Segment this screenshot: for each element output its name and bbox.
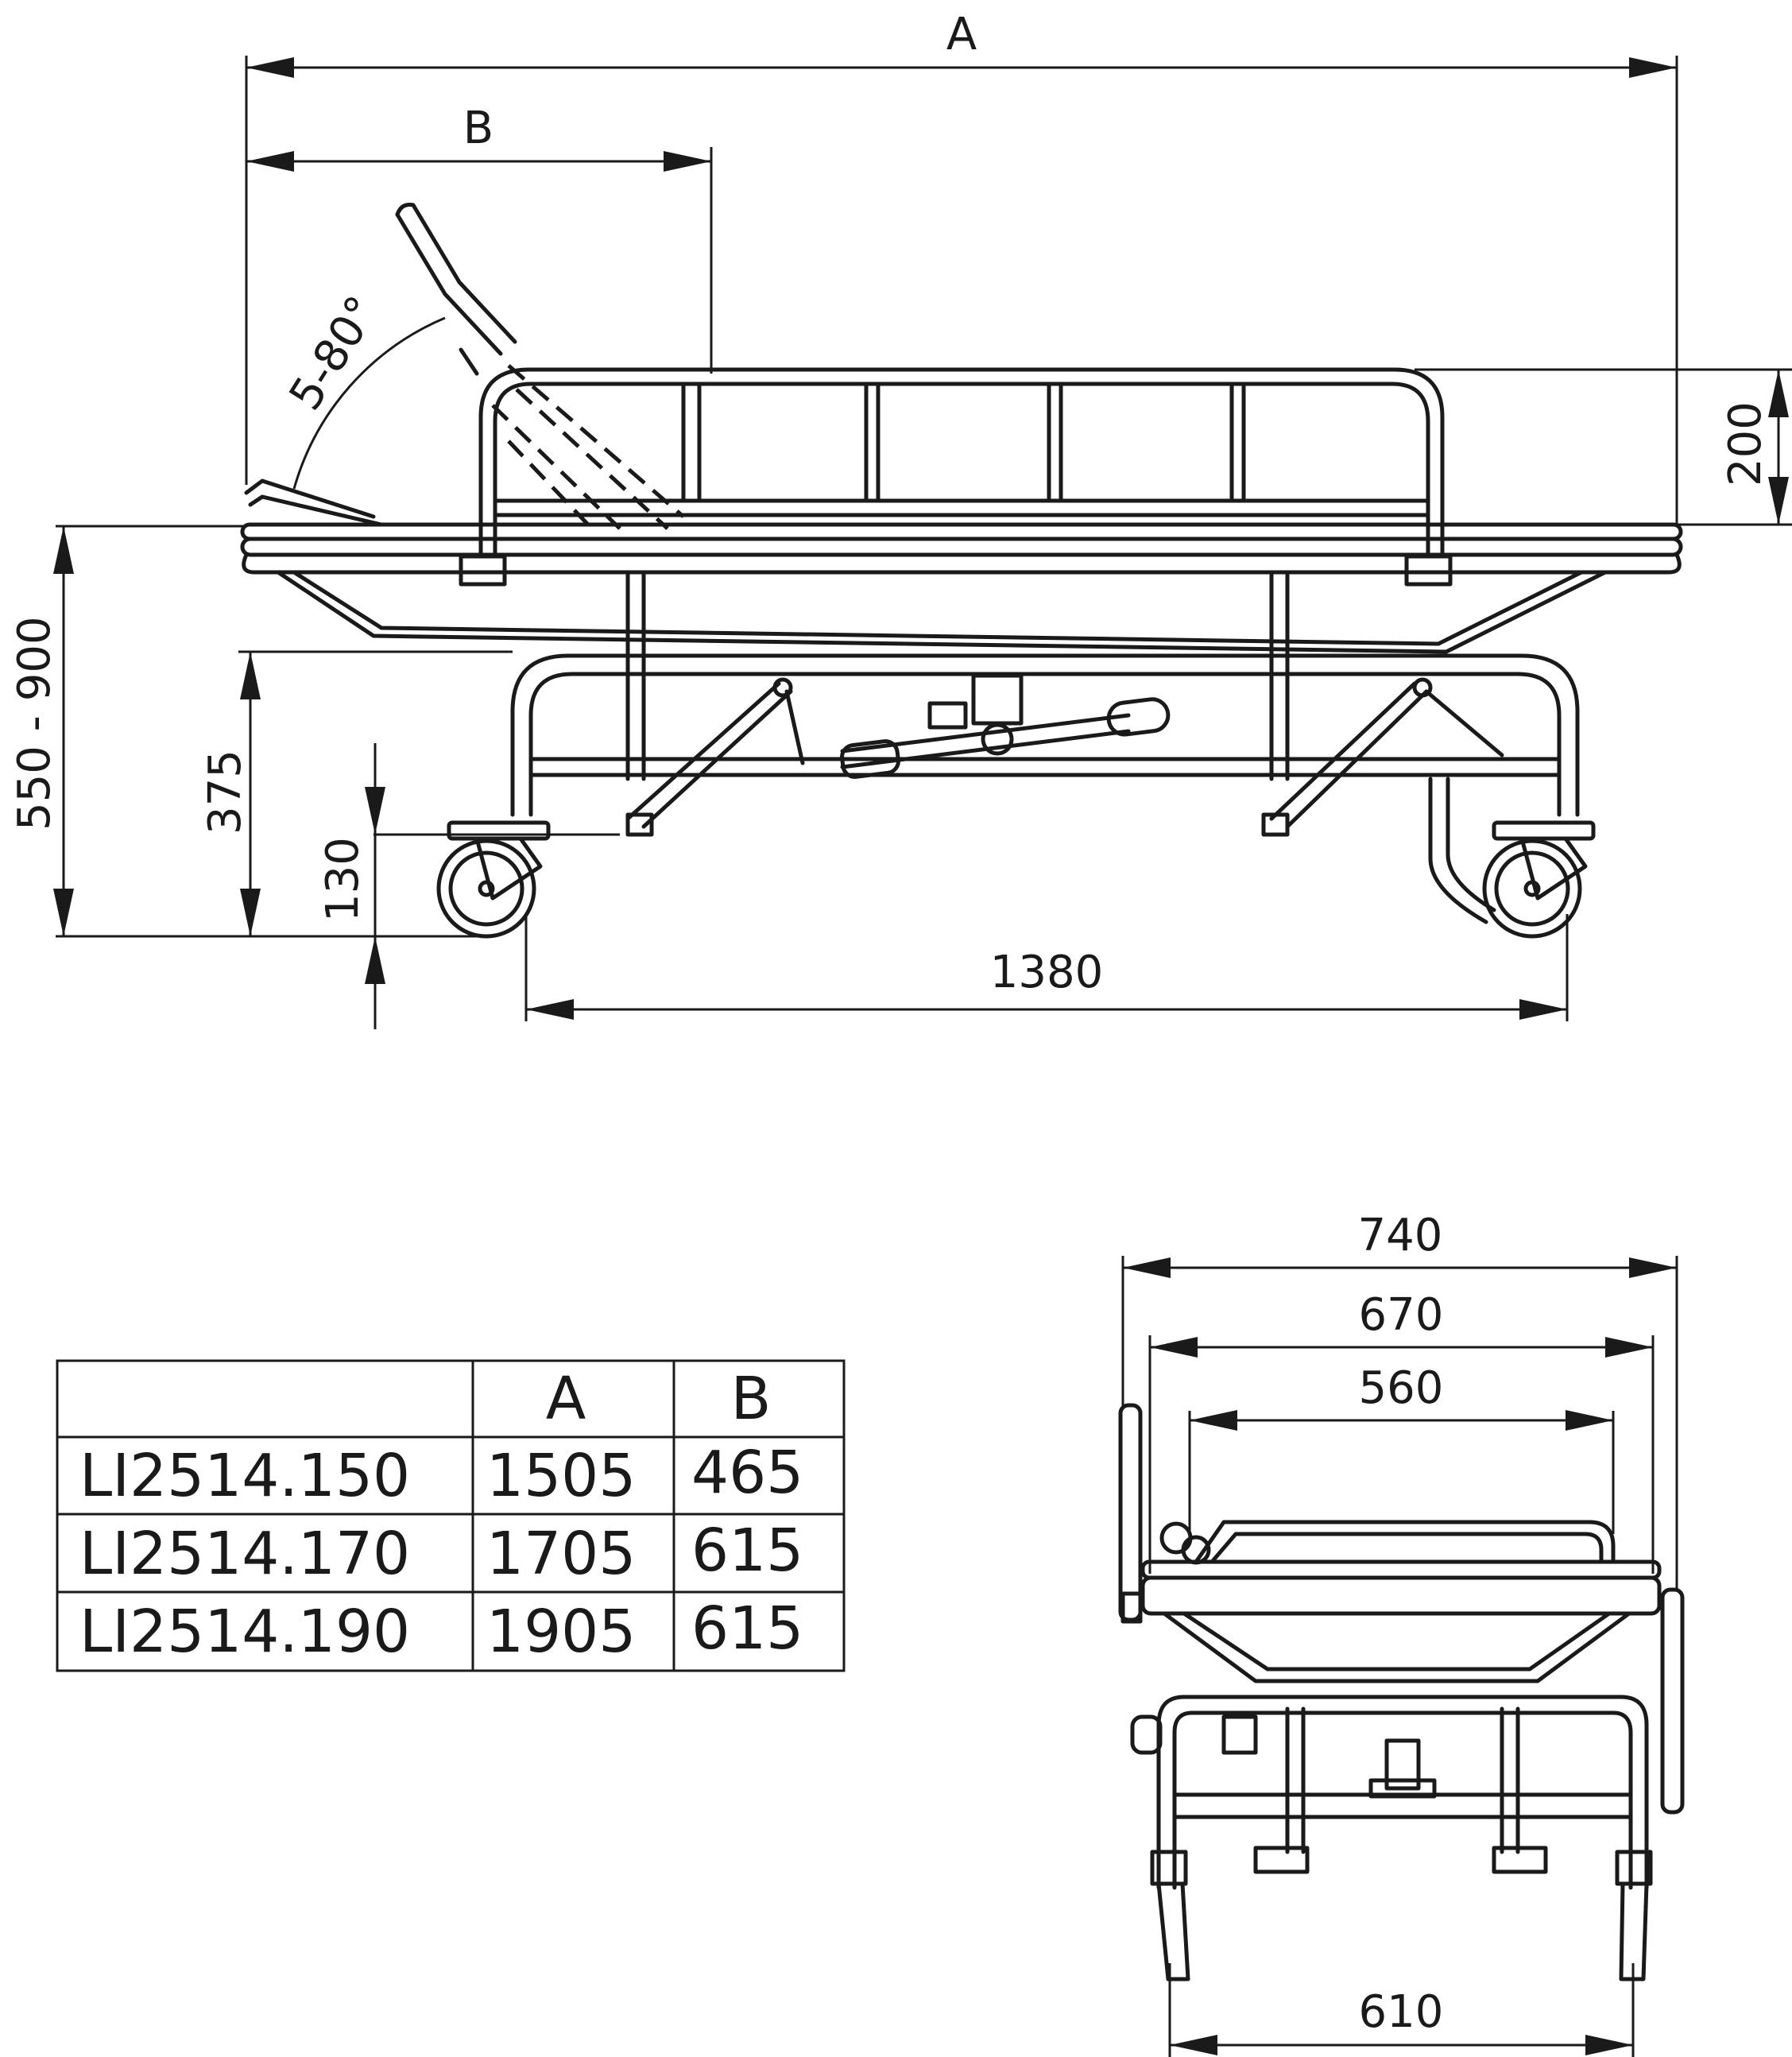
dimension-740: 740 <box>1123 1210 1677 1278</box>
backrest-angle-dimension: 5-80° <box>280 287 446 490</box>
side-rail-end-right <box>1660 1587 1685 1815</box>
foot-pedal <box>840 697 1171 779</box>
table-cell-model: LI2514.150 <box>79 1442 410 1510</box>
dimension-740-label: 740 <box>1358 1210 1443 1261</box>
dimension-130-label: 130 <box>317 837 369 922</box>
dimension-200-label: 200 <box>1720 401 1771 486</box>
dimension-1380-label: 1380 <box>990 947 1104 998</box>
table-cell-a: 1905 <box>486 1598 636 1666</box>
table-cell-model: LI2514.170 <box>79 1520 410 1588</box>
side-view: A B 5-80° <box>9 9 1792 1029</box>
backrest-end <box>1194 1520 1616 1564</box>
rail-clamp-head <box>459 554 507 587</box>
dimension-b: B <box>246 103 711 172</box>
dimension-610: 610 <box>1168 1963 1635 2057</box>
lift-mechanism <box>625 673 1504 837</box>
tray-end <box>1162 1611 1631 1683</box>
dimension-550-900: 550 - 900 <box>9 525 477 938</box>
caster-end-left <box>1150 1850 1190 1981</box>
tray <box>276 570 1608 654</box>
table-cell-a: 1705 <box>486 1520 636 1588</box>
mattress-deck <box>240 522 1683 575</box>
end-view: 740 670 560 <box>1118 1210 1685 2057</box>
caster-foot-end <box>1428 777 1596 939</box>
rail-clamp-foot <box>1404 554 1453 587</box>
table-cell-b: 615 <box>691 1594 803 1663</box>
dimension-560-label: 560 <box>1359 1362 1444 1414</box>
dimension-1380: 1380 <box>524 914 1569 1021</box>
dimension-550-900-label: 550 - 900 <box>9 616 60 831</box>
side-rail-end <box>1118 1403 1143 1622</box>
dimension-200: 200 <box>1415 368 1792 526</box>
dimension-b-label: B <box>463 103 493 154</box>
backrest-flat <box>244 478 384 527</box>
dimension-375: 375 <box>199 650 513 936</box>
lift-feet-end <box>1253 1846 1548 1874</box>
table-header-a: A <box>546 1365 586 1433</box>
dimension-a-label: A <box>946 9 977 60</box>
dimension-130: 130 <box>317 743 620 1029</box>
mattress-end <box>1140 1559 1662 1580</box>
caster-head-end <box>436 820 551 939</box>
table-cell-a: 1505 <box>486 1442 636 1510</box>
dimension-560: 560 <box>1190 1362 1613 1431</box>
backrest-angle-label: 5-80° <box>280 287 389 419</box>
backrest-raised <box>395 203 685 530</box>
dimension-610-label: 610 <box>1359 1986 1444 2038</box>
table-cell-b: 465 <box>691 1439 803 1507</box>
chassis-end <box>1130 1695 1649 1890</box>
dimension-670-label: 670 <box>1359 1289 1444 1341</box>
table-cell-model: LI2514.190 <box>79 1598 410 1666</box>
dimension-375-label: 375 <box>199 750 251 835</box>
side-rail <box>478 367 1445 559</box>
dimension-table: A B LI2514.150 1505 465 LI2514.170 1705 … <box>56 1359 846 1672</box>
table-cell-b: 615 <box>691 1517 803 1585</box>
dimension-670: 670 <box>1150 1289 1653 1358</box>
dimension-a: A <box>246 9 1677 78</box>
table-header-b: B <box>731 1365 772 1433</box>
caster-end-right <box>1615 1850 1653 1981</box>
